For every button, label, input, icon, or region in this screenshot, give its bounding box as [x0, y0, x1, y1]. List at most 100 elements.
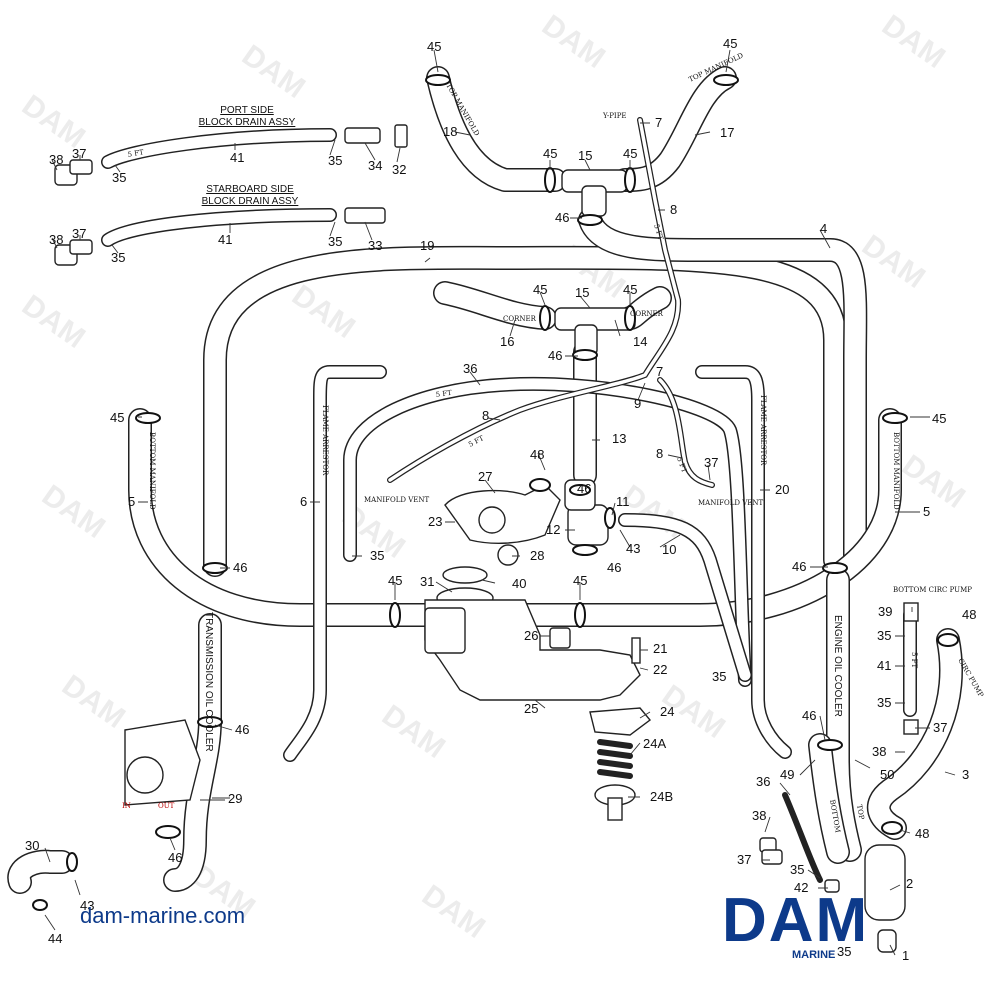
- label-22: 22: [653, 662, 667, 677]
- hose-layer: [7, 66, 963, 894]
- text-manifold-vent-left: MANIFOLD VENT: [364, 496, 429, 504]
- watermark: DAM: [416, 879, 491, 945]
- label-46: 46: [233, 560, 247, 575]
- fitting-42: [824, 879, 840, 893]
- watermark: DAM: [56, 669, 131, 735]
- hose-16-inner: [434, 282, 556, 329]
- label-45: 45: [543, 146, 557, 161]
- text-corner-right: CORNER: [630, 310, 664, 318]
- label-45: 45: [533, 282, 547, 297]
- fitting-37-lower: [761, 849, 783, 865]
- label-42: 42: [794, 880, 808, 895]
- fitting-37-starboard: [69, 239, 93, 255]
- label-36: 36: [463, 361, 477, 376]
- text-corner-left: CORNER: [503, 315, 537, 323]
- watermark: DAM: [376, 699, 451, 765]
- label-41: 41: [877, 658, 891, 673]
- label-35: 35: [790, 862, 804, 877]
- label-32: 32: [392, 162, 406, 177]
- fitting-26: [549, 627, 571, 649]
- clamp-46: [577, 214, 603, 226]
- label-45: 45: [427, 39, 441, 54]
- text-bottom-manifold-right: BOTTOM MANIFOLD: [892, 432, 900, 510]
- label-45: 45: [723, 36, 737, 51]
- label-46: 46: [792, 559, 806, 574]
- label-48: 48: [915, 826, 929, 841]
- label-43: 43: [80, 898, 94, 913]
- label-45: 45: [623, 282, 637, 297]
- label-35: 35: [877, 695, 891, 710]
- watermark: DAM: [36, 479, 111, 545]
- label-45: 45: [573, 573, 587, 588]
- label-43: 43: [626, 541, 640, 556]
- tee-15-top-stem: [581, 185, 607, 217]
- pipe-6-inner: [284, 366, 386, 761]
- label-8: 8: [670, 202, 677, 217]
- hose-4-inner: [579, 209, 866, 571]
- pipe-36-inner: [344, 378, 751, 686]
- label-33: 33: [368, 238, 382, 253]
- label-10: 10: [662, 542, 676, 557]
- label-38: 38: [872, 744, 886, 759]
- label-24a: 24A: [643, 736, 666, 751]
- label-35: 35: [328, 234, 342, 249]
- label-35: 35: [837, 944, 851, 959]
- label-38: 38: [49, 152, 63, 167]
- label-19: 19: [420, 238, 434, 253]
- water-pump-block-25: [424, 599, 641, 701]
- label-35: 35: [112, 170, 126, 185]
- label-46: 46: [607, 560, 621, 575]
- clamp-layer: [32, 74, 959, 911]
- label-15: 15: [575, 285, 589, 300]
- label-41: 41: [230, 150, 244, 165]
- label-44: 44: [48, 931, 62, 946]
- clamp-45: [425, 74, 451, 86]
- watermark: DAM: [856, 229, 931, 295]
- label-35: 35: [712, 669, 726, 684]
- watermark: DAM: [16, 89, 91, 155]
- housing-27-port: [478, 506, 506, 534]
- label-31: 31: [420, 574, 434, 589]
- hose-30-inner: [8, 851, 73, 893]
- thermostat-40: [442, 566, 488, 584]
- label-30: 30: [25, 838, 39, 853]
- watermark: DAM: [286, 279, 361, 345]
- hose-29-inner: [164, 614, 221, 891]
- label-46: 46: [577, 481, 591, 496]
- text-bottom-circ-pump: BOTTOM CIRC PUMP: [893, 586, 972, 594]
- text-y-pipe: Y-PIPE: [602, 112, 627, 120]
- text-flame-arrestor-left: FLAME ARRESTOR: [321, 405, 329, 476]
- label-37: 37: [72, 146, 86, 161]
- clamp-43: [66, 852, 78, 872]
- fitting-34: [344, 127, 381, 144]
- label-48: 48: [530, 447, 544, 462]
- text-sft: 5 FT: [435, 389, 452, 399]
- label-38: 38: [752, 808, 766, 823]
- clamp-46: [817, 739, 843, 751]
- label-20: 20: [775, 482, 789, 497]
- label-13: 13: [612, 431, 626, 446]
- caption-starboard-subtitle: BLOCK DRAIN ASSY: [202, 196, 299, 207]
- spring-24a: [597, 739, 633, 779]
- line-8-right-inner: [658, 378, 714, 487]
- clamp-46: [197, 716, 223, 728]
- clamp-48: [937, 633, 959, 647]
- cap-24b-stem: [607, 797, 623, 821]
- parts-layer: [54, 124, 919, 953]
- watermark: DAM: [896, 449, 971, 515]
- label-6: 6: [300, 494, 307, 509]
- clamp-46: [572, 544, 598, 556]
- label-27: 27: [478, 469, 492, 484]
- website-link[interactable]: dam-marine.com: [80, 903, 246, 928]
- watermark: DAM: [876, 9, 951, 75]
- label-39: 39: [878, 604, 892, 619]
- plug-28: [497, 544, 519, 566]
- line-8-left-inner: [388, 118, 680, 482]
- caption-port-title: PORT SIDE: [220, 105, 274, 116]
- label-28: 28: [530, 548, 544, 563]
- label-2: 2: [906, 876, 913, 891]
- label-layer: 45 45 18 17 45 15 45 7 8 46 4 19 45 15 4…: [25, 36, 976, 963]
- clamp-45: [624, 167, 636, 193]
- label-46: 46: [168, 850, 182, 865]
- clamp-45: [539, 305, 551, 331]
